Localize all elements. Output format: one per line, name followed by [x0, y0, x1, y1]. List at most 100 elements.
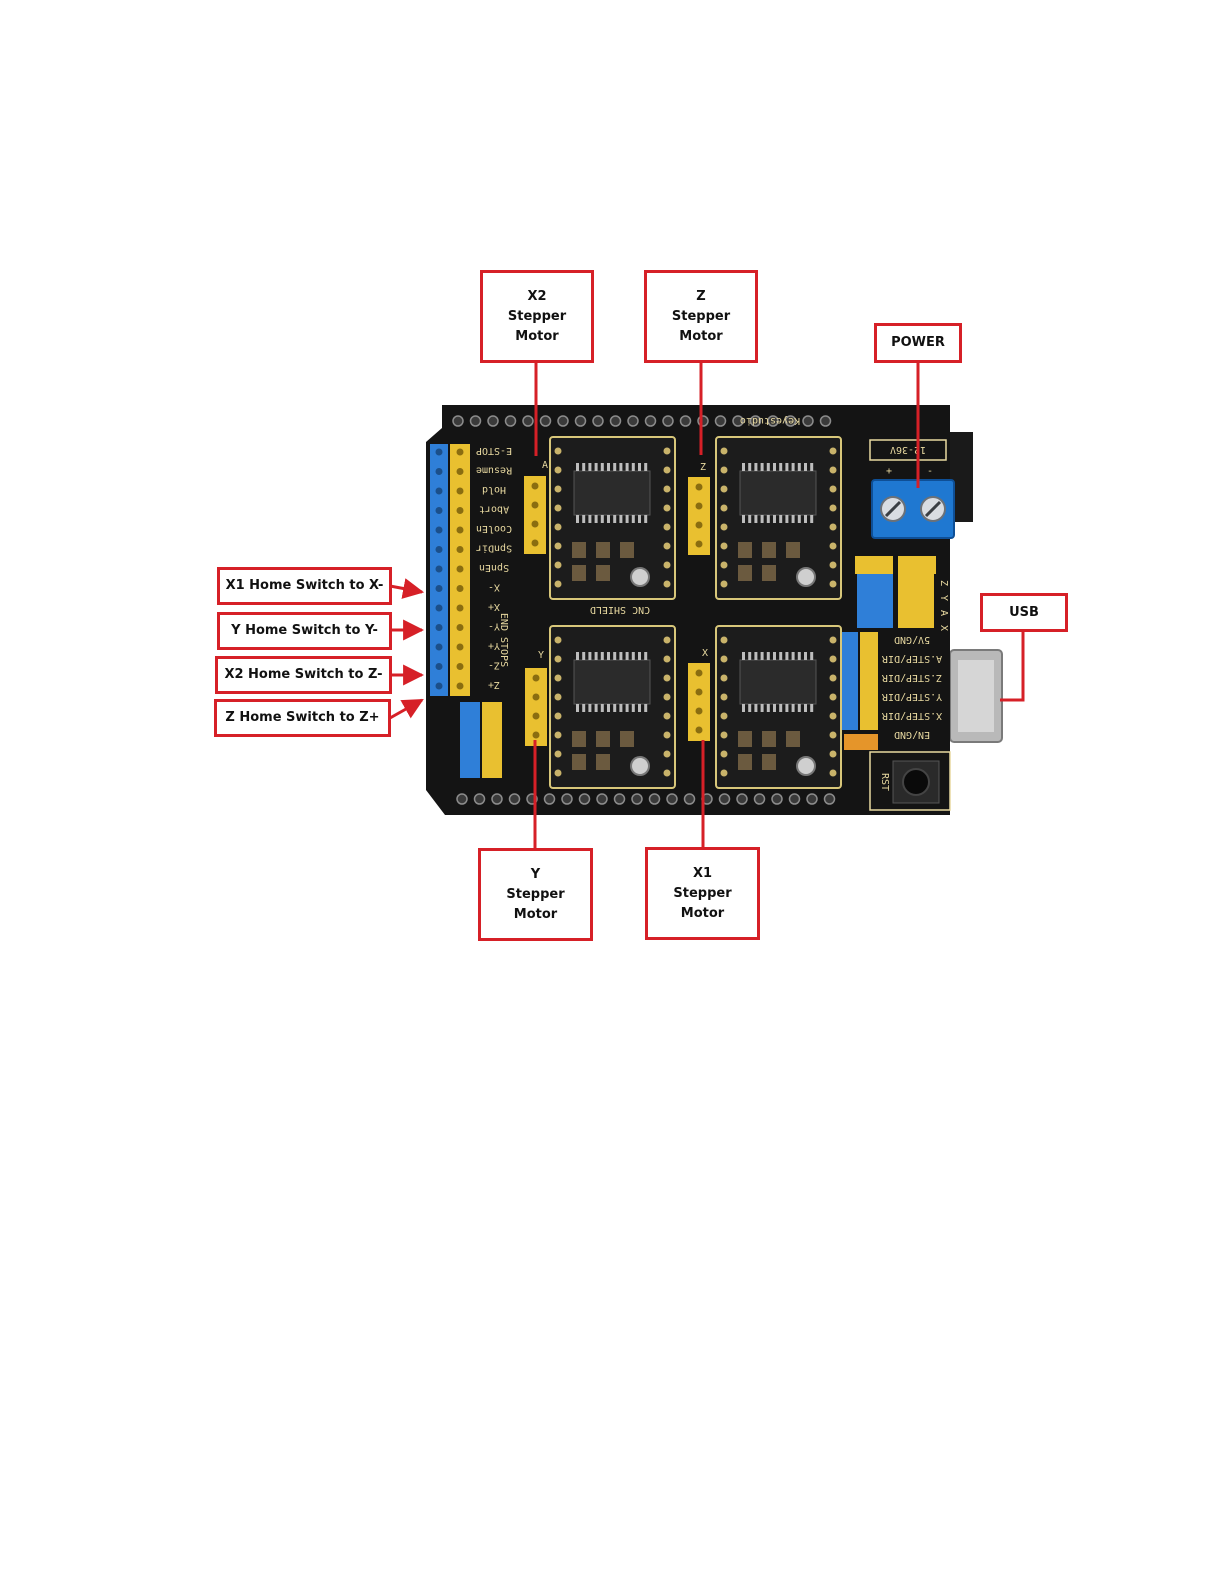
- header-pin: [456, 604, 464, 612]
- chip-pin: [607, 652, 610, 660]
- pin-hole: [592, 415, 604, 427]
- yellow-jumper-header: [898, 574, 934, 628]
- jumper-label: X: [938, 625, 949, 631]
- chip-pin: [644, 652, 648, 660]
- voltage-label: 12-36V: [890, 444, 926, 455]
- driver-pin: [663, 447, 671, 455]
- pin-hole: [683, 793, 696, 805]
- y-home-callout: Y Home Switch to Y-: [217, 612, 392, 650]
- pin-hole: [609, 415, 622, 427]
- driver-pin: [720, 542, 728, 550]
- driver-pin: [829, 750, 837, 758]
- callout-connectors: [389, 362, 1025, 850]
- smd-component: [762, 565, 776, 581]
- bottom-left-headers: [460, 702, 502, 778]
- chip-pin: [600, 515, 604, 523]
- driver-pin: [829, 523, 837, 531]
- pin-hole: [508, 793, 521, 805]
- pin-hole: [753, 793, 766, 805]
- left-pin-label: E-STOP: [476, 445, 512, 456]
- pin-hole: [767, 415, 779, 427]
- pin-hole: [732, 415, 744, 427]
- header-pin: [695, 483, 703, 491]
- left-pin-label: SpnDir: [476, 543, 512, 554]
- pin-hole: [631, 793, 643, 805]
- pin-hole: [504, 415, 517, 427]
- pin-hole: [718, 793, 731, 805]
- right-pin-label: A.STEP/DIR: [881, 653, 942, 664]
- pin-hole: [771, 793, 783, 805]
- pin-hole: [806, 793, 818, 805]
- header-pin: [695, 540, 703, 548]
- header-pin: [531, 482, 539, 490]
- header-pin: [456, 643, 464, 651]
- smd-component: [738, 542, 752, 558]
- chip-pin: [619, 704, 623, 712]
- chip-pin: [810, 515, 814, 523]
- driver-pin: [720, 504, 728, 512]
- chip-pin: [588, 515, 592, 523]
- power-terminal: 12-36V + -: [869, 439, 955, 539]
- axis-letter-a: A: [542, 460, 548, 471]
- driver-pin: [663, 542, 671, 550]
- driver-pin: [663, 769, 671, 777]
- chip-pin: [588, 463, 592, 471]
- driver-pin: [720, 580, 728, 588]
- header-pin: [435, 682, 443, 690]
- header-pin: [695, 669, 703, 677]
- chip-pin: [748, 463, 752, 471]
- header-pin: [695, 521, 703, 529]
- header-pin: [531, 520, 539, 528]
- pin-hole: [788, 793, 801, 805]
- header-pin: [435, 448, 443, 456]
- driver-pin: [554, 542, 562, 550]
- driver-pin: [663, 750, 671, 758]
- header-pin: [456, 507, 464, 514]
- left-pin-label: CoolEn: [476, 523, 512, 534]
- header-pin: [435, 663, 443, 670]
- driver-pin: [720, 693, 728, 701]
- driver-pin: [829, 580, 837, 588]
- chip-pin: [766, 515, 770, 523]
- reset-button: RST: [869, 751, 951, 811]
- header-pin: [456, 682, 464, 690]
- pin-hole: [662, 415, 674, 427]
- x2-stepper-callout: X2 Stepper Motor: [480, 270, 594, 363]
- header-pin: [456, 526, 464, 534]
- driver-pin: [720, 750, 728, 758]
- chip-pin: [582, 704, 586, 712]
- end-stops-label: END STOPS: [498, 613, 509, 667]
- smd-component: [596, 542, 610, 558]
- stepper-driver-module: [549, 625, 676, 789]
- header-pin: [435, 604, 443, 612]
- header-pin: [695, 502, 703, 510]
- pin-hole: [802, 415, 814, 427]
- chip-pin: [607, 463, 610, 471]
- chip-pin: [785, 515, 789, 523]
- chip-pin: [625, 652, 629, 660]
- potentiometer: [630, 756, 650, 776]
- chip-pin: [760, 704, 764, 712]
- brand-label: Keyestudio: [740, 415, 800, 426]
- left-pin-label: Z-: [488, 660, 500, 671]
- chip-pin: [779, 463, 783, 471]
- driver-chip: [739, 659, 817, 705]
- chip-pin: [766, 463, 770, 471]
- stepper-driver-module: [715, 625, 842, 789]
- chip-pin: [748, 515, 752, 523]
- driver-pin: [829, 504, 837, 512]
- driver-pin: [829, 561, 837, 569]
- chip-pin: [804, 463, 807, 471]
- chip-pin: [791, 652, 795, 660]
- pin-hole: [784, 415, 797, 427]
- header-pin: [435, 643, 443, 651]
- chip-pin: [619, 463, 623, 471]
- left-pin-label: Resume: [476, 465, 512, 476]
- chip-pin: [742, 515, 745, 523]
- chip-pin: [785, 704, 789, 712]
- yellow-pin-column: [860, 632, 878, 730]
- chip-pin: [576, 463, 579, 471]
- chip-pin: [600, 652, 604, 660]
- jumper-label: Z: [938, 580, 949, 586]
